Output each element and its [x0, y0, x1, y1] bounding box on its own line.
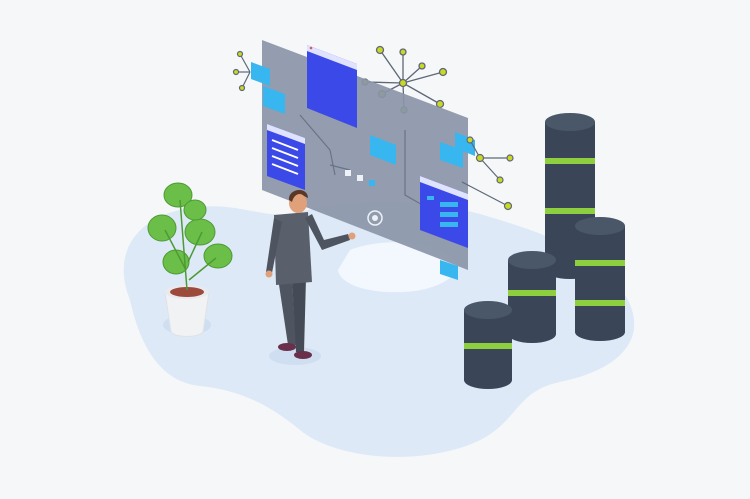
network-node-icon — [232, 50, 251, 92]
person-icon — [265, 189, 356, 365]
server-icon — [508, 251, 556, 343]
panel-squares — [345, 170, 375, 186]
plant-icon — [147, 182, 233, 337]
server-icon — [464, 301, 512, 389]
network-node-icon — [461, 136, 514, 211]
right-list-window — [420, 176, 468, 248]
floor-blob — [123, 202, 635, 457]
floor-highlight — [338, 242, 457, 293]
server-icon — [575, 217, 625, 341]
panel-target-dot — [372, 215, 378, 221]
panel-target-icon — [367, 210, 383, 226]
top-window — [307, 45, 357, 128]
left-list-window — [267, 124, 305, 190]
